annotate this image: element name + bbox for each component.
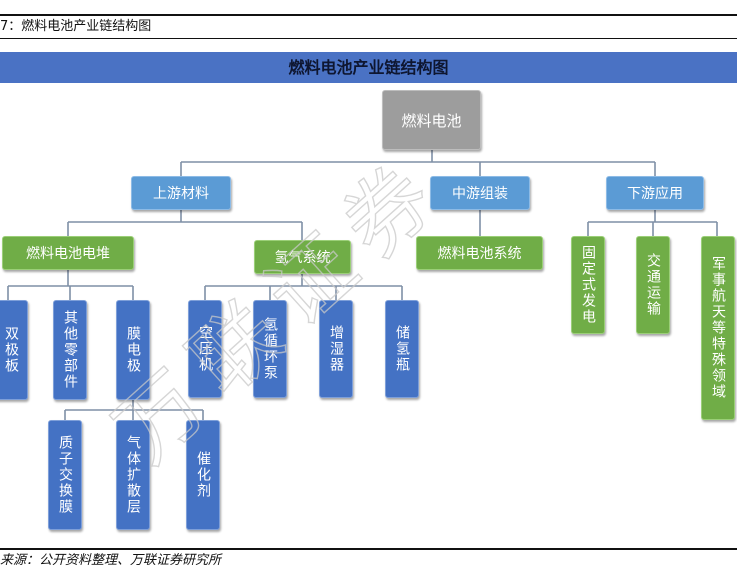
node-compressor: 空压机 [188,300,222,398]
node-gas-diffusion-layer: 气体扩散层 [116,420,150,530]
node-hydrogen-tank: 储氢瓶 [385,300,419,398]
node-transport: 交通运输 [636,236,670,334]
node-military-aerospace: 军事航天等特殊领域 [701,236,735,420]
node-hydrogen-system: 氢气系统 [254,240,351,274]
node-circulation-pump: 氢循环泵 [253,300,287,398]
node-catalyst: 催化剂 [186,420,220,530]
figure-caption: 7：燃料电池产业链结构图 [0,19,152,34]
node-bipolar-plate: 双极板 [0,300,28,400]
node-power-generation: 固定式发电 [571,236,605,334]
node-other-parts: 其他零部件 [53,300,87,400]
caption-rule [0,38,737,39]
node-humidifier: 增湿器 [319,300,353,398]
top-rule [0,14,737,16]
node-downstream: 下游应用 [606,176,704,210]
node-fc-system: 燃料电池系统 [416,236,543,270]
node-stack: 燃料电池电堆 [2,236,134,270]
node-pem: 质子交换膜 [48,420,82,530]
node-root: 燃料电池 [382,90,481,150]
title-banner: 燃料电池产业链结构图 [0,52,737,83]
source-note: 来源：公开资料整理、万联证券研究所 [0,553,222,568]
node-membrane-electrode: 膜电极 [116,300,150,400]
node-midstream: 中游组装 [430,176,530,210]
bottom-rule [0,548,737,550]
node-upstream: 上游材料 [131,176,231,210]
